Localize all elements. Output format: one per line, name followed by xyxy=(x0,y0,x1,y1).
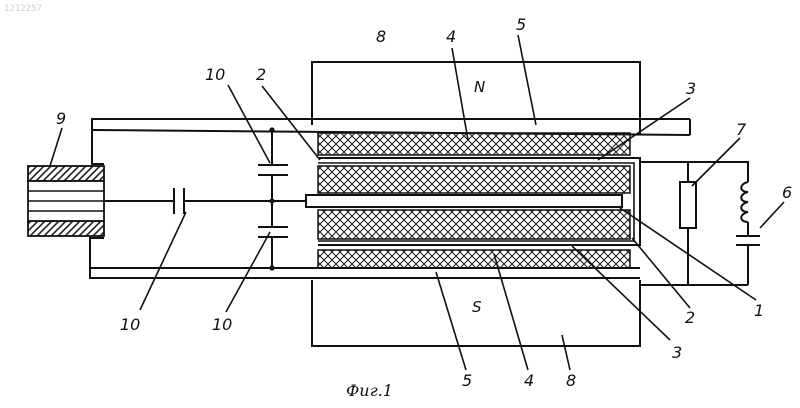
label-2-top: 2 xyxy=(256,65,266,84)
pole-north: N xyxy=(474,78,485,96)
magnet-pole-top xyxy=(312,62,640,135)
label-3-bottom: 3 xyxy=(672,343,682,362)
right-circuit-6-7 xyxy=(640,162,760,285)
central-electrode-1 xyxy=(306,195,622,207)
label-5-bottom: 5 xyxy=(462,371,472,390)
label-10-bottom-mid: 10 xyxy=(212,315,232,334)
label-8-top: 8 xyxy=(376,27,386,46)
label-9: 9 xyxy=(56,109,66,128)
label-3-top: 3 xyxy=(686,79,696,98)
label-4-top: 4 xyxy=(446,27,456,46)
label-7: 7 xyxy=(736,120,747,139)
pole-south: S xyxy=(472,298,482,316)
label-5-top: 5 xyxy=(516,15,526,34)
connector-9 xyxy=(28,166,104,236)
label-6: 6 xyxy=(782,183,792,202)
figure-caption: Фиг.1 xyxy=(346,381,393,400)
label-1-right: 1 xyxy=(754,301,764,320)
label-8-bottom: 8 xyxy=(566,371,576,390)
label-4-bottom: 4 xyxy=(524,371,534,390)
label-10-top: 10 xyxy=(205,65,225,84)
capacitor-circuit-10 xyxy=(104,127,306,270)
label-10-bottom-left: 10 xyxy=(120,315,140,334)
label-2-right: 2 xyxy=(685,308,695,327)
document-id: 1212257 xyxy=(4,4,42,14)
